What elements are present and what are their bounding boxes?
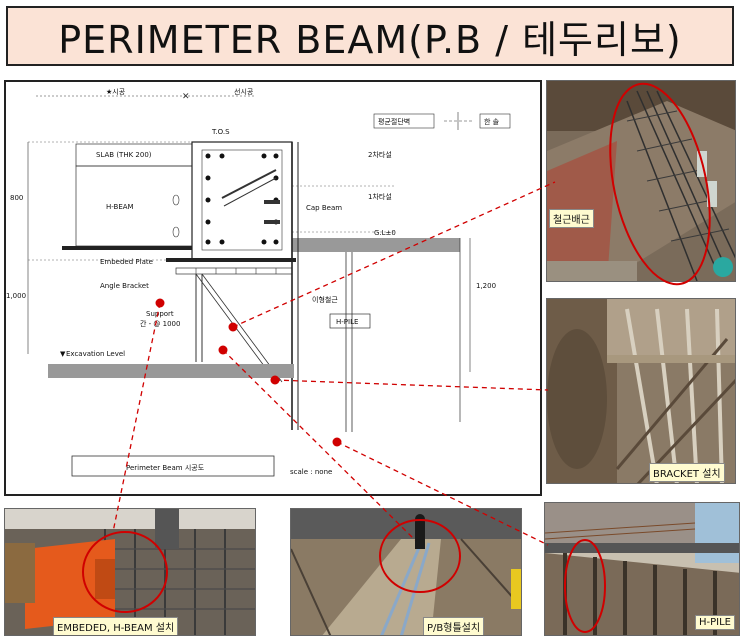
legend-label: 평균절단벽 xyxy=(378,117,410,126)
svg-text:▼: ▼ xyxy=(60,350,66,358)
pour-2-label: 2차타설 xyxy=(368,150,392,159)
construction-drawing: ★시공 선시공 ✕ 평균절단벽 한 솔 T.O.S 800 1,000 SLAB… xyxy=(4,80,542,496)
dim-1000: 1,000 xyxy=(6,292,26,300)
caption-bracket: BRACKET 설치 xyxy=(649,463,725,482)
dim-1200: 1,200 xyxy=(476,282,496,290)
drawing-caption: Perimeter Beam 시공도 xyxy=(126,464,205,472)
legend-label-2: 한 솔 xyxy=(484,117,500,126)
label-main-construction: ★시공 xyxy=(106,88,126,96)
caption-hpile: H-PILE xyxy=(695,615,735,630)
angle-bracket-label: Angle Bracket xyxy=(100,282,149,290)
gl-label: G.L±0 xyxy=(374,229,396,237)
svg-text:✕: ✕ xyxy=(182,92,190,102)
excavation-label: Excavation Level xyxy=(66,350,125,358)
rebar-label: 이형철근 xyxy=(312,295,338,304)
photo-embeded-hbeam: EMBEDED, H-BEAM 설치 xyxy=(4,508,256,636)
dim-800: 800 xyxy=(10,194,23,202)
drawing-svg: ★시공 선시공 ✕ 평균절단벽 한 솔 T.O.S 800 1,000 SLAB… xyxy=(6,87,511,477)
photo-pb-formwork: P/B형틀설치 xyxy=(290,508,522,636)
slab-label: SLAB (THK 200) xyxy=(96,151,152,159)
scale-label: scale : none xyxy=(290,468,332,476)
caption-pb-formwork: P/B형틀설치 xyxy=(423,617,485,635)
support-spacing-label: 간 - @ 1000 xyxy=(140,319,180,328)
cap-beam-label: Cap Beam xyxy=(306,204,342,212)
caption-rebar: 철근배근 xyxy=(549,209,594,228)
caption-embeded-hbeam: EMBEDED, H-BEAM 설치 xyxy=(53,617,179,635)
photo-rebar: 철근배근 xyxy=(546,80,736,282)
tos-label: T.O.S xyxy=(211,128,230,136)
embeded-plate-label: Embeded Plate xyxy=(100,258,153,266)
photo-bracket: BRACKET 설치 xyxy=(546,298,736,484)
hbeam-label: H-BEAM xyxy=(106,203,134,211)
photo-hpile: H-PILE xyxy=(544,502,740,636)
page-title: PERIMETER BEAM(P.B / 테두리보) xyxy=(6,6,734,66)
hpile-box-label: H-PILE xyxy=(336,318,358,326)
pour-1-label: 1차타설 xyxy=(368,192,392,201)
support-label: Support xyxy=(146,310,174,318)
label-pre-construction: 선시공 xyxy=(234,87,254,96)
